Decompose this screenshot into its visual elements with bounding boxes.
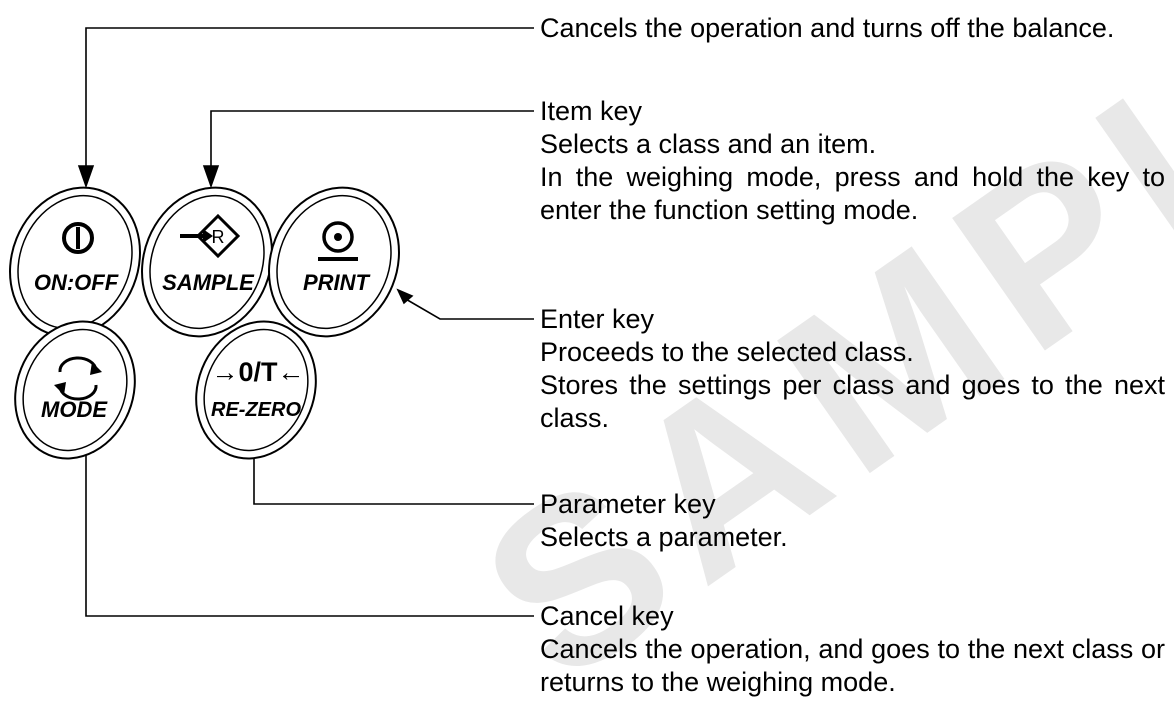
re-zero-key[interactable]: →0/T← RE-ZERO <box>176 303 336 476</box>
leader-print <box>403 297 534 320</box>
re-zero-symbol: →0/T← <box>211 357 304 387</box>
arrowhead-sample <box>202 165 220 189</box>
sample-icon-letter: R <box>212 227 225 247</box>
leader-mode <box>85 448 534 617</box>
print-description-line: Proceeds to the selected class. <box>540 337 914 367</box>
cycle-icon <box>54 356 102 401</box>
mode-description-title: Cancel key <box>540 601 674 631</box>
sample-description-line: In the weighing mode, press and hold the… <box>540 162 1165 225</box>
re-zero-description-title: Parameter key <box>540 489 716 519</box>
sample-key[interactable]: R SAMPLE <box>120 168 294 356</box>
mode-key[interactable]: MODE <box>0 303 155 476</box>
print-description: Enter key Proceeds to the selected class… <box>540 303 1165 435</box>
mode-description-line: Cancels the operation, and goes to the n… <box>540 634 1165 697</box>
sample-description: Item key Selects a class and an item. In… <box>540 95 1165 227</box>
on-off-description: Cancels the operation and turns off the … <box>540 12 1165 45</box>
sample-description-title: Item key <box>540 96 643 126</box>
sample-icon: R <box>180 213 241 259</box>
print-key[interactable]: PRINT <box>247 168 421 356</box>
re-zero-description-line: Selects a parameter. <box>540 522 788 552</box>
print-key-label: PRINT <box>303 270 371 295</box>
print-description-line: Stores the settings per class and goes t… <box>540 370 1165 433</box>
arrowhead-on-off <box>77 165 95 189</box>
arrowhead-print <box>396 288 414 305</box>
on-off-key[interactable]: ON:OFF <box>0 168 162 356</box>
leader-on-off <box>85 27 534 170</box>
mode-description: Cancel key Cancels the operation, and go… <box>540 600 1165 699</box>
sample-description-line: Selects a class and an item. <box>540 129 877 159</box>
print-description-title: Enter key <box>540 304 655 334</box>
mode-key-label: MODE <box>41 397 108 422</box>
sample-key-label: SAMPLE <box>162 270 255 295</box>
re-zero-key-label: RE-ZERO <box>211 399 301 421</box>
print-icon <box>318 221 358 261</box>
power-icon <box>62 222 94 254</box>
on-off-description-line: Cancels the operation and turns off the … <box>540 13 1115 43</box>
leader-sample <box>210 110 534 170</box>
re-zero-description: Parameter key Selects a parameter. <box>540 488 1165 554</box>
leader-re-zero <box>253 445 534 505</box>
on-off-key-label: ON:OFF <box>34 270 119 295</box>
